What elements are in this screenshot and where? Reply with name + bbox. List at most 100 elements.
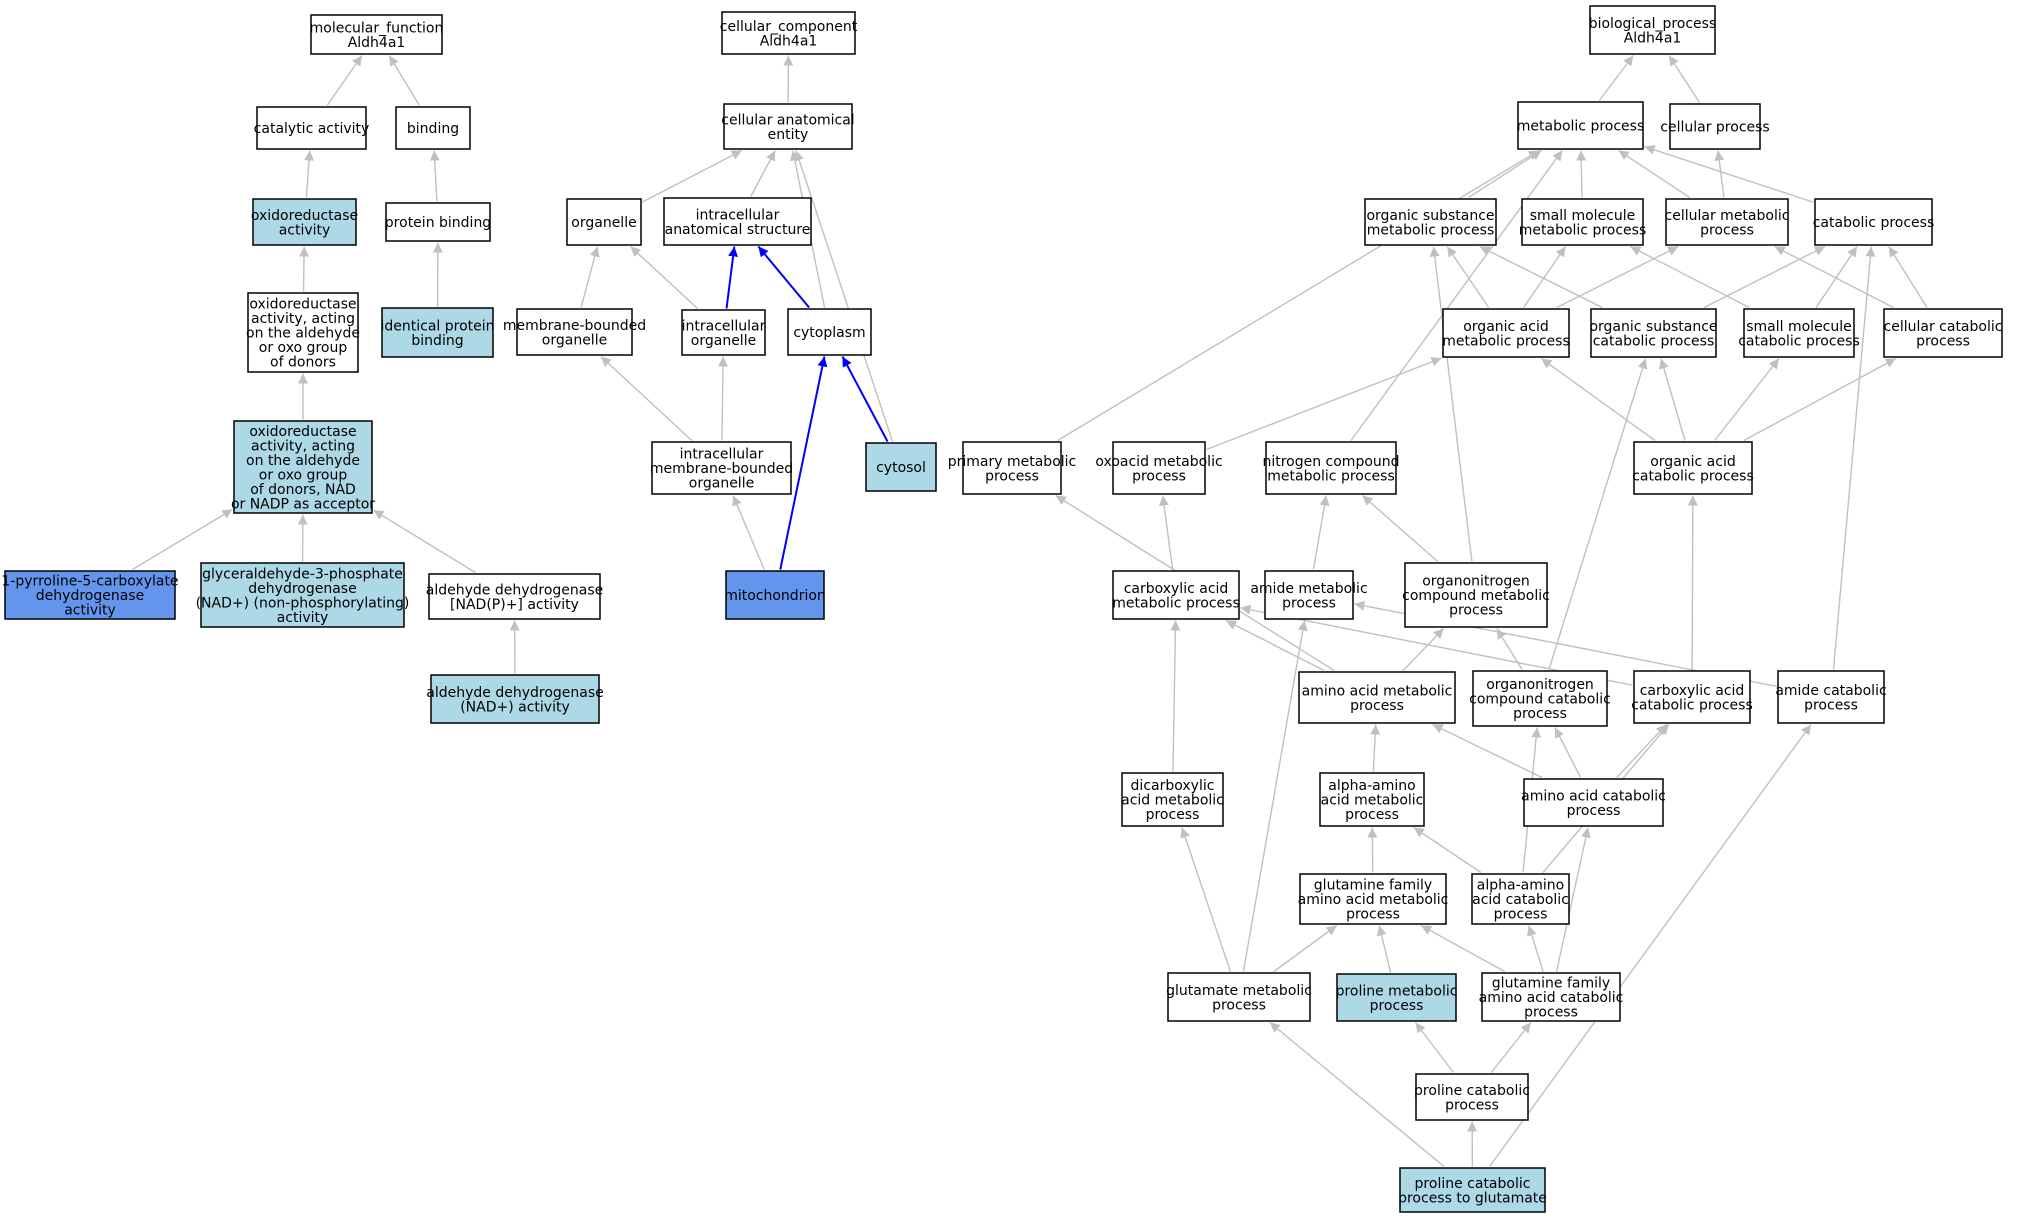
node-label-line: organelle — [542, 332, 607, 348]
node-label-line: process — [1445, 1097, 1499, 1113]
go-term-node-p5c_dh[interactable]: 1-pyrroline-5-carboxylatedehydrogenaseac… — [1, 571, 178, 619]
edge-aamp-to-ncomp — [1403, 629, 1444, 671]
edge-mito-to-imbo — [733, 496, 764, 570]
node-label-line: process — [985, 468, 1039, 484]
edge-oamp-to-osmp — [1447, 247, 1488, 308]
node-label-line: metabolic process — [1517, 119, 1645, 135]
edge-smcp-to-smmp — [1630, 247, 1749, 308]
edge-organelle-to-cae — [643, 151, 742, 203]
node-label-line: cytoplasm — [793, 325, 865, 341]
node-label-line: cytosol — [876, 460, 926, 476]
node-label-line: process — [1212, 997, 1266, 1013]
go-term-node-protein_binding[interactable]: protein binding — [385, 203, 491, 241]
node-label-line: organelle — [691, 333, 756, 349]
edge-dcamp-to-camp — [1173, 621, 1176, 772]
edge-oamp-to-cmp — [1557, 247, 1678, 308]
go-term-node-catalytic[interactable]: catalytic activity — [254, 107, 370, 149]
node-label-line: metabolic process — [1267, 468, 1395, 484]
edge-io-to-organelle — [630, 247, 697, 309]
edge-ncmp-to-metab — [1351, 151, 1562, 441]
node-label-line: of donors — [270, 355, 336, 371]
node-label-line: organelle — [689, 476, 754, 492]
edge-metab-to-bp — [1599, 56, 1633, 101]
node-label-line: process — [1494, 907, 1548, 923]
go-term-node-ald_dh_nad[interactable]: aldehyde dehydrogenase(NAD+) activity — [426, 675, 604, 723]
node-label-line: process — [1449, 603, 1503, 619]
node-label-line: Aldh4a1 — [1624, 30, 1682, 46]
go-term-node-catp[interactable]: catabolic process — [1813, 199, 1935, 245]
node-label-line: [NAD(P)+] activity — [450, 597, 579, 613]
go-term-node-organelle[interactable]: organelle — [567, 199, 641, 245]
edge-smmp-to-metab — [1581, 151, 1582, 198]
node-label-line: activity — [64, 603, 116, 619]
go-term-node-cytosol[interactable]: cytosol — [866, 443, 936, 491]
go-term-node-cytoplasm[interactable]: cytoplasm — [788, 309, 871, 355]
node-label-line: cellular process — [1660, 120, 1769, 136]
node-label-line: process — [1350, 698, 1404, 714]
node-label-line: process — [1282, 595, 1336, 611]
edge-procp-to-gfacp — [1491, 1023, 1531, 1073]
go-term-node-binding[interactable]: binding — [396, 107, 470, 149]
node-label-line: metabolic process — [1112, 595, 1240, 611]
edge-camp-to-oxmp — [1163, 496, 1173, 570]
go-term-node-g3p_dh[interactable]: glyceraldehyde-3-phosphatedehydrogenase(… — [196, 563, 410, 627]
node-label-line: process — [1513, 706, 1567, 722]
edge-oxidoreductase-to-catalytic — [306, 151, 310, 198]
go-term-node-cellp[interactable]: cellular process — [1660, 104, 1769, 149]
edge-smcp-to-catp — [1816, 247, 1857, 308]
edge-ncomp-to-ncmp — [1362, 496, 1437, 562]
edge-aamp-to-camp — [1226, 621, 1324, 671]
go-term-node-ald_dh_nadp[interactable]: aldehyde dehydrogenase[NAD(P)+] activity — [426, 574, 604, 619]
edge-gfacp-to-alaacp — [1529, 926, 1543, 972]
edge-io-to-ias — [727, 247, 735, 309]
node-label-line: or NADP as acceptor — [231, 496, 375, 512]
edge-pmp-to-metab — [1058, 151, 1539, 441]
node-label-line: catabolic process — [1632, 468, 1754, 484]
edge-glump-to-gfamp — [1274, 926, 1337, 972]
go-term-node-metab[interactable]: metabolic process — [1517, 102, 1645, 149]
node-label-line: metabolic process — [1519, 222, 1647, 238]
go-term-node-mito[interactable]: mitochondrion — [724, 571, 826, 619]
edge-binding-to-mf — [389, 56, 419, 106]
